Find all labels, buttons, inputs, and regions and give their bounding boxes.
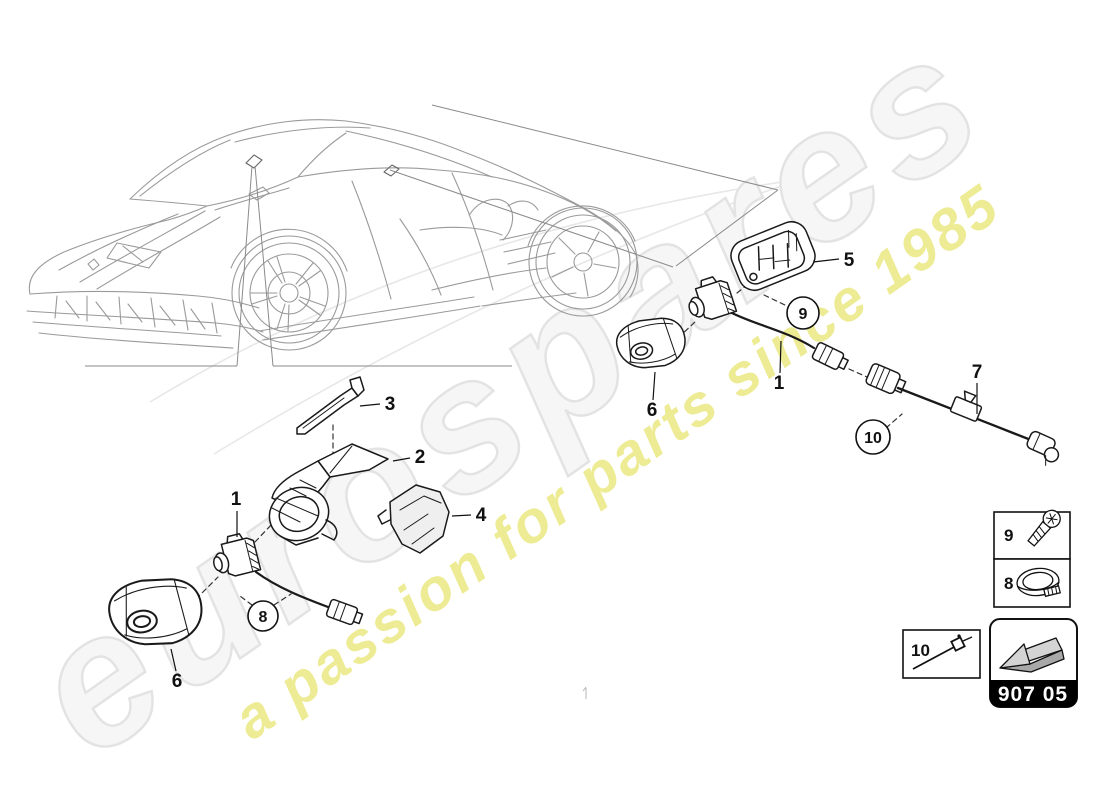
cable-connector xyxy=(811,342,849,371)
legend-screw-label: 9 xyxy=(1004,526,1013,545)
legend-clamp-label: 8 xyxy=(1004,574,1013,593)
part-code-bar xyxy=(990,680,1077,707)
circled-callout-10-label: 10 xyxy=(864,430,882,447)
part-6-mirror-cap-upper[interactable] xyxy=(613,312,690,374)
legend: 9 8 10 xyxy=(902,507,1078,708)
callout-leader-lines xyxy=(170,258,978,672)
print-artifact xyxy=(582,686,587,699)
hose-clamp-icon xyxy=(1016,567,1062,598)
callout-4[interactable]: 4 xyxy=(476,505,487,526)
callout-3[interactable]: 3 xyxy=(385,394,396,415)
location-leader-lines xyxy=(85,104,779,367)
circled-callout-8-label: 8 xyxy=(259,609,268,626)
part-code-plate[interactable]: 907 05 xyxy=(989,618,1078,708)
legend-screw-row[interactable]: 9 xyxy=(993,507,1071,560)
legend-tie-row[interactable]: 10 xyxy=(902,629,981,679)
callout-1-lower[interactable]: 1 xyxy=(231,489,242,510)
cable-end-fitting xyxy=(1026,430,1060,466)
watermark-swoosh xyxy=(149,179,797,403)
circled-callout-10[interactable]: 10 xyxy=(855,419,891,455)
part-5-mirror-base[interactable] xyxy=(726,217,820,295)
cable-clip xyxy=(949,390,983,422)
callout-6-lower[interactable]: 6 xyxy=(172,671,183,692)
direction-arrow-icon xyxy=(999,637,1065,673)
callouts: 5 1 7 6 3 2 4 1 6 9 10 8 xyxy=(170,250,983,692)
camera-cable xyxy=(728,310,816,350)
callout-5[interactable]: 5 xyxy=(844,250,855,271)
watermark: eurospares a passion for parts since 198… xyxy=(0,0,1023,797)
part-6-mirror-cap-lower[interactable] xyxy=(106,573,206,651)
legend-clamp-row[interactable]: 8 xyxy=(993,558,1071,608)
callout-2[interactable]: 2 xyxy=(415,447,426,468)
circled-callout-9-label: 9 xyxy=(799,306,808,323)
circled-callout-9[interactable]: 9 xyxy=(786,296,820,330)
cable-connector xyxy=(325,598,364,626)
circled-callout-8[interactable]: 8 xyxy=(247,600,279,632)
callout-1-upper[interactable]: 1 xyxy=(774,373,785,394)
part-4-cover[interactable] xyxy=(377,484,450,554)
cable-tie-icon xyxy=(912,634,973,670)
part-1-camera-upper[interactable] xyxy=(682,273,850,373)
brand-watermark: eurospares xyxy=(0,0,1023,797)
watermark-swoosh xyxy=(213,180,797,455)
part-1-camera-lower[interactable] xyxy=(208,531,364,627)
legend-tie-label: 10 xyxy=(911,641,930,660)
part-code-text: 907 05 xyxy=(998,683,1068,706)
part-2-bracket[interactable] xyxy=(262,443,389,549)
callout-7[interactable]: 7 xyxy=(972,362,983,383)
camera-cable xyxy=(254,570,330,609)
car-wireframe xyxy=(26,119,639,351)
part-7-cable[interactable] xyxy=(865,363,1064,469)
part-3-bracket-strip[interactable] xyxy=(296,376,365,435)
callout-6-upper[interactable]: 6 xyxy=(647,400,658,421)
torx-screw-icon xyxy=(1027,509,1061,547)
